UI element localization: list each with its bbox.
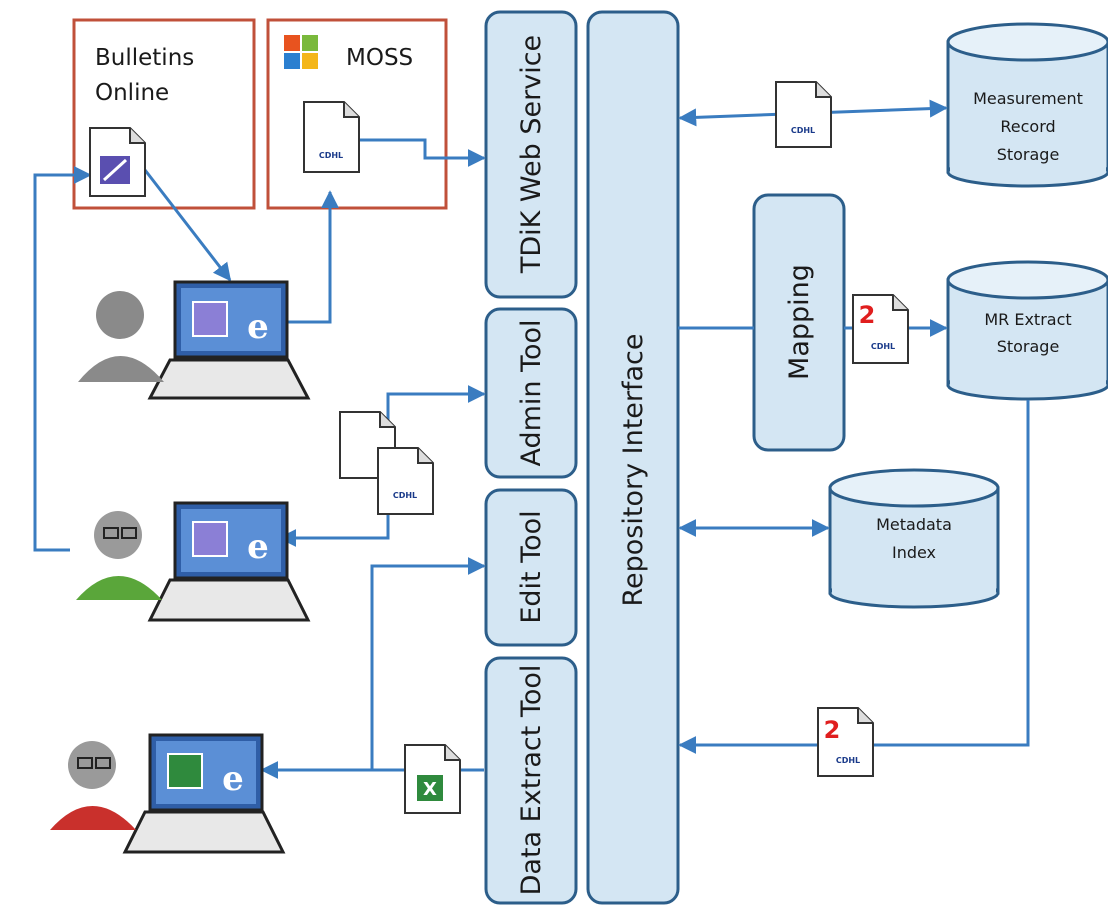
bulletins-online-label-2: Online [95,80,169,106]
doc-number-badge: 2 [859,301,876,329]
mr-extract-label-1: MR Extract [984,310,1071,329]
tdik-web-service-label: TDiK Web Service [516,35,547,274]
document-icon: 2 CDHL [852,294,909,364]
data-extract-tool-box[interactable]: Data Extract Tool [484,656,578,905]
laptop-bulletins-loop-connector [33,166,92,552]
metadata-index[interactable]: Metadata Index [828,468,1000,609]
mrextract-repo-connector [678,400,1030,754]
docs-laptop-connector [278,512,390,547]
bulletins-online-label-1: Bulletins [95,45,194,71]
edit-tool-label: Edit Tool [516,510,547,623]
measurement-label-3: Storage [997,145,1060,164]
svg-text:CDHL: CDHL [791,126,815,135]
document-icon: CDHL [775,81,832,148]
moss-label: MOSS [346,45,413,71]
bulletins-online-frame: Bulletins Online [72,18,256,210]
repository-interface-label: Repository Interface [618,333,649,606]
infopath-icon [192,301,228,337]
metadata-label-2: Index [892,543,936,562]
document-icon: 2 CDHL [817,707,874,777]
moss-logo-icon [284,35,318,69]
ie-icon: e [247,527,269,567]
mr-extract-label-2: Storage [997,337,1060,356]
user-icon [78,291,164,382]
svg-text:CDHL: CDHL [319,151,343,160]
document-icon: CDHL [377,447,434,515]
metadata-label-1: Metadata [876,515,952,534]
laptop-icon: e [147,280,311,400]
mr-extract-storage[interactable]: MR Extract Storage [946,260,1108,401]
excel-document-icon: X [404,744,461,814]
measurement-record-storage[interactable]: Measurement Record Storage [946,22,1108,188]
svg-text:CDHL: CDHL [393,491,417,500]
mapping-box[interactable]: Mapping [752,193,846,452]
measurement-label-1: Measurement [973,89,1083,108]
admin-tool-label: Admin Tool [516,319,547,466]
svg-text:CDHL: CDHL [836,756,860,765]
admin-tool-box[interactable]: Admin Tool [484,307,578,479]
tdik-web-service-box[interactable]: TDiK Web Service [484,10,578,299]
user-icon [50,741,136,830]
svg-text:X: X [423,779,437,800]
mapping-label: Mapping [784,264,815,380]
excel-icon [167,753,203,789]
repository-interface-box[interactable]: Repository Interface [586,10,680,905]
edit-tool-box[interactable]: Edit Tool [484,488,578,647]
ie-icon: e [247,307,269,347]
user-icon [76,511,162,600]
edit-tool-connector [370,557,486,770]
infopath-icon [192,521,228,557]
bulletins-laptop-connector [143,169,232,282]
ie-icon: e [222,759,244,799]
admin-docs-connector [386,385,486,440]
measurement-label-2: Record [1000,117,1055,136]
laptop-moss-connector [282,190,339,324]
document-icon: CDHL [303,101,360,173]
data-extract-tool-label: Data Extract Tool [516,665,547,896]
moss-tdik-connector [360,138,486,167]
laptop-icon: e [122,733,286,854]
moss-frame: MOSS [266,18,448,210]
doc-number-badge: 2 [824,716,841,744]
svg-text:CDHL: CDHL [871,342,895,351]
laptop-icon: e [147,501,311,622]
document-icon [89,127,146,197]
